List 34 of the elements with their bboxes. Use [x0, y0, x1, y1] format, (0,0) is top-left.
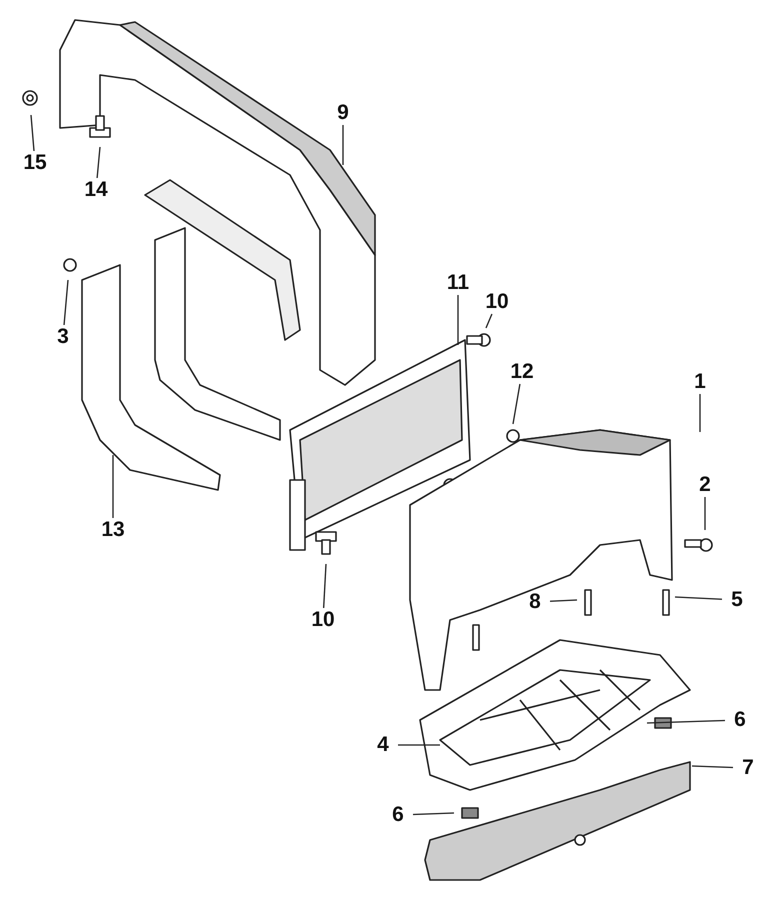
- leader-line: [646, 720, 726, 724]
- callout-number: 15: [20, 151, 50, 175]
- callout-number: 14: [81, 178, 111, 202]
- callout-number: 6: [383, 803, 413, 827]
- leader-line: [112, 455, 114, 518]
- leader-line: [398, 744, 440, 746]
- leader-line: [699, 394, 701, 432]
- callout-number: 7: [733, 756, 763, 780]
- callout-number: 12: [507, 360, 537, 384]
- callout-number: 11: [443, 271, 473, 295]
- callout-number: 5: [722, 588, 752, 612]
- callout-number: 4: [368, 733, 398, 757]
- leader-line: [342, 125, 344, 165]
- leader-line: [96, 146, 101, 178]
- callout-number: 10: [482, 290, 512, 314]
- callout-number: 13: [98, 518, 128, 542]
- callout-number: 2: [690, 473, 720, 497]
- callout-number: 6: [725, 708, 755, 732]
- leader-line: [550, 599, 578, 602]
- leader-line: [412, 812, 454, 816]
- callout-number: 9: [328, 101, 358, 125]
- leader-line: [485, 314, 493, 328]
- leader-line: [674, 596, 722, 600]
- leader-line: [704, 497, 706, 530]
- leader-line: [512, 384, 521, 424]
- callout-number: 3: [48, 325, 78, 349]
- leader-line: [457, 295, 459, 345]
- leader-line: [63, 280, 69, 326]
- leader-line: [30, 114, 35, 152]
- callout-number: 10: [308, 608, 338, 632]
- leader-line: [692, 765, 734, 768]
- callout-number: 1: [685, 370, 715, 394]
- leader-line: [323, 564, 327, 608]
- callout-number: 8: [520, 590, 550, 614]
